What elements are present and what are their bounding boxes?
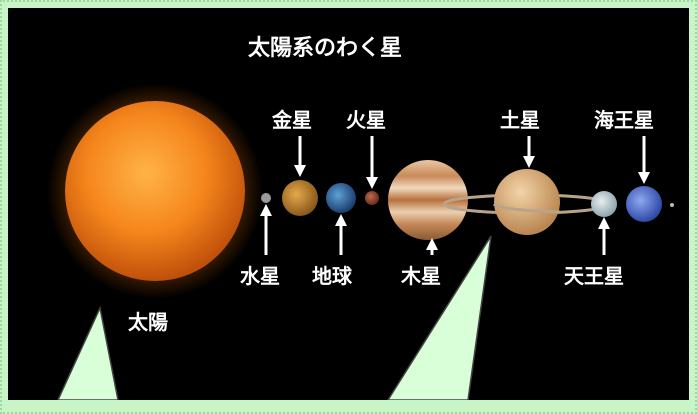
venus-body xyxy=(282,180,318,216)
label-sun: 太陽 xyxy=(128,310,168,334)
sun-body xyxy=(65,101,245,281)
earth-body xyxy=(326,183,356,213)
label-neptune: 海王星 xyxy=(594,108,654,132)
label-saturn: 土星 xyxy=(500,108,540,132)
label-mercury: 水星 xyxy=(240,264,280,288)
neptune-body xyxy=(626,186,662,222)
right-bubble-pointer xyxy=(387,235,492,400)
label-venus: 金星 xyxy=(272,108,312,132)
jupiter-body xyxy=(388,160,468,240)
solar-system-panel: 太陽系のわく星 金星 火星 土星 海王星 水星 地球 木星 天王星 太陽 xyxy=(8,8,689,400)
solar-system-diagram xyxy=(47,83,674,400)
saturn-ring-front xyxy=(492,202,561,214)
label-mars: 火星 xyxy=(346,108,386,132)
label-uranus: 天王星 xyxy=(564,264,624,288)
uranus-body xyxy=(591,191,617,217)
label-earth: 地球 xyxy=(312,264,352,288)
left-bubble-pointer xyxy=(57,305,119,400)
mercury-body xyxy=(261,193,271,203)
mars-body xyxy=(365,191,379,205)
diagram-title: 太陽系のわく星 xyxy=(248,36,403,61)
saturn-body xyxy=(494,169,560,235)
label-jupiter: 木星 xyxy=(401,264,441,288)
small-body-dot xyxy=(670,203,674,207)
